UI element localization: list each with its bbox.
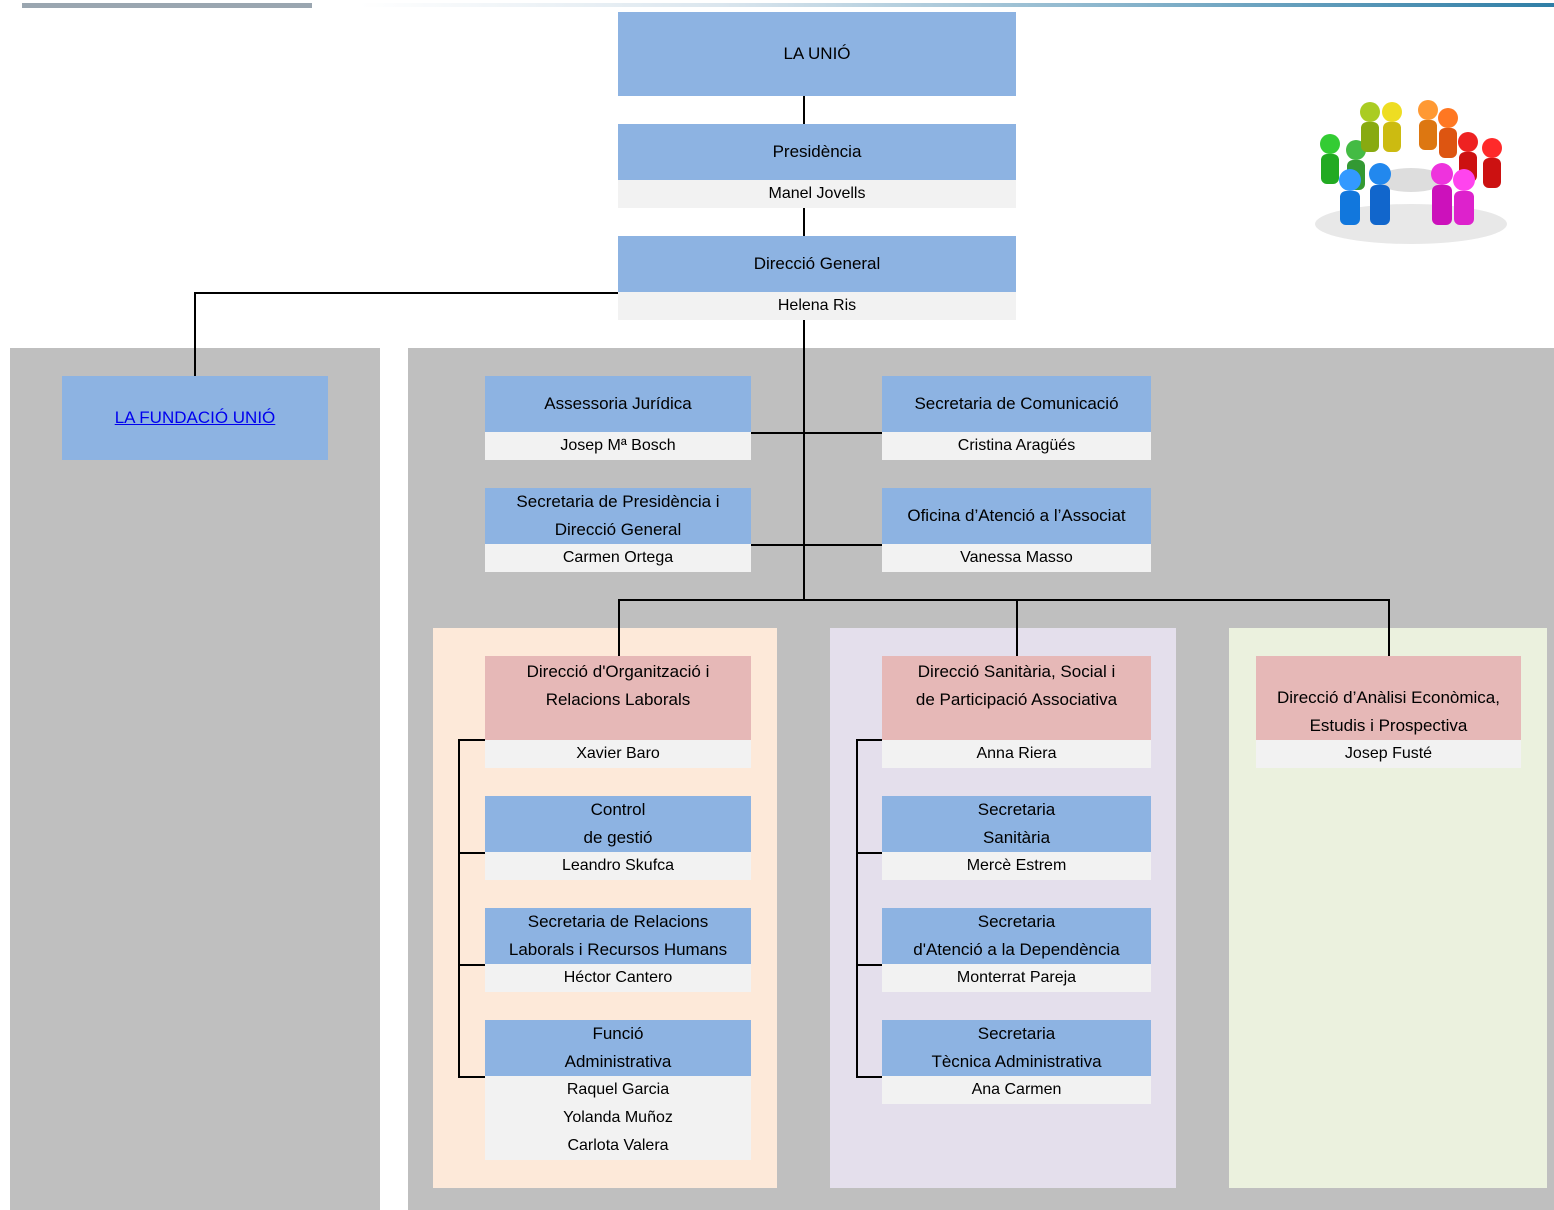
sec-presidencia-name: Carmen Ortega — [485, 544, 751, 572]
presidencia-name: Manel Jovells — [618, 180, 1016, 208]
sanitaria-box: Direcció Sanitària, Social i de Particip… — [882, 656, 1151, 740]
sec-tecnica-person: Ana Carmen — [971, 1081, 1062, 1098]
sec-tecnica-box: Secretaria Tècnica Administrativa — [882, 1020, 1151, 1076]
la-unio-box: LA UNIÓ — [618, 12, 1016, 96]
sec-dependencia-name: Monterrat Pareja — [882, 964, 1151, 992]
presidencia-person: Manel Jovells — [768, 185, 866, 202]
control-gestio-title: Control de gestió — [583, 800, 653, 847]
relacions-laborals-person: Héctor Cantero — [563, 969, 673, 986]
sec-sanitaria-person: Mercè Estrem — [966, 857, 1067, 874]
sanitaria-name: Anna Riera — [882, 740, 1151, 768]
la-unio-title: LA UNIÓ — [783, 44, 851, 63]
funcio-administrativa-title: Funció Administrativa — [564, 1024, 672, 1071]
organitzacio-box: Direcció d'Organització i Relacions Labo… — [485, 656, 751, 740]
sec-tecnica-name: Ana Carmen — [882, 1076, 1151, 1104]
direccio-general-person: Helena Ris — [777, 297, 857, 314]
sec-sanitaria-box: Secretaria Sanitària — [882, 796, 1151, 852]
control-gestio-name: Leandro Skufca — [485, 852, 751, 880]
comunicacio-box: Secretaria de Comunicació — [882, 376, 1151, 432]
comunicacio-title: Secretaria de Comunicació — [914, 394, 1119, 413]
sanitaria-title: Direcció Sanitària, Social i de Particip… — [915, 662, 1118, 709]
team-people-illustration — [1308, 100, 1514, 248]
relacions-laborals-box: Secretaria de Relacions Laborals i Recur… — [485, 908, 751, 964]
sec-presidencia-person: Carmen Ortega — [562, 549, 674, 566]
analisi-name: Josep Fusté — [1256, 740, 1521, 768]
organitzacio-person: Xavier Baro — [576, 745, 660, 762]
analisi-box: Direcció d’Anàlisi Econòmica, Estudis i … — [1256, 656, 1521, 740]
funcio-administrativa-box: Funció Administrativa — [485, 1020, 751, 1076]
relacions-laborals-title: Secretaria de Relacions Laborals i Recur… — [508, 912, 728, 959]
oficina-box: Oficina d’Atenció a l’Associat — [882, 488, 1151, 544]
funcio-administrativa-person-1: Raquel Garcia — [566, 1081, 670, 1098]
presidencia-title: Presidència — [772, 142, 862, 161]
sec-presidencia-title: Secretaria de Presidència i Direcció Gen… — [516, 492, 720, 539]
header-accent-bar — [0, 0, 1554, 10]
sec-tecnica-title: Secretaria Tècnica Administrativa — [931, 1024, 1102, 1071]
comunicacio-name: Cristina Aragüés — [882, 432, 1151, 460]
assessoria-person: Josep Mª Bosch — [560, 437, 676, 454]
assessoria-box: Assessoria Jurídica — [485, 376, 751, 432]
assessoria-name: Josep Mª Bosch — [485, 432, 751, 460]
funcio-administrativa-person-3: Carlota Valera — [567, 1137, 669, 1154]
oficina-title: Oficina d’Atenció a l’Associat — [907, 506, 1126, 525]
direccio-general-box: Direcció General — [618, 236, 1016, 292]
analisi-title: Direcció d’Anàlisi Econòmica, Estudis i … — [1277, 688, 1500, 735]
sec-dependencia-person: Monterrat Pareja — [956, 969, 1077, 986]
sec-sanitaria-title: Secretaria Sanitària — [977, 800, 1056, 847]
comunicacio-person: Cristina Aragüés — [957, 437, 1076, 454]
funcio-administrativa-person-2: Yolanda Muñoz — [563, 1109, 673, 1126]
funcio-administrativa-names: Raquel Garcia Yolanda Muñoz Carlota Vale… — [485, 1076, 751, 1160]
sec-sanitaria-name: Mercè Estrem — [882, 852, 1151, 880]
presidencia-box: Presidència — [618, 124, 1016, 180]
direccio-general-title: Direcció General — [753, 254, 881, 273]
oficina-person: Vanessa Masso — [960, 549, 1073, 566]
analisi-person: Josep Fusté — [1344, 745, 1433, 762]
direccio-general-name: Helena Ris — [618, 292, 1016, 320]
organitzacio-name: Xavier Baro — [485, 740, 751, 768]
assessoria-title: Assessoria Jurídica — [544, 394, 692, 413]
fundacio-link[interactable]: LA FUNDACIÓ UNIÓ — [114, 408, 276, 427]
organitzacio-title: Direcció d'Organització i Relacions Labo… — [526, 662, 710, 709]
sec-presidencia-box: Secretaria de Presidència i Direcció Gen… — [485, 488, 751, 544]
control-gestio-box: Control de gestió — [485, 796, 751, 852]
relacions-laborals-name: Héctor Cantero — [485, 964, 751, 992]
fundacio-panel — [10, 348, 380, 1210]
control-gestio-person: Leandro Skufca — [561, 857, 675, 874]
sec-dependencia-box: Secretaria d'Atenció a la Dependència — [882, 908, 1151, 964]
sec-dependencia-title: Secretaria d'Atenció a la Dependència — [913, 912, 1120, 959]
oficina-name: Vanessa Masso — [882, 544, 1151, 572]
sanitaria-person: Anna Riera — [976, 745, 1057, 762]
fundacio-box: LA FUNDACIÓ UNIÓ — [62, 376, 328, 460]
